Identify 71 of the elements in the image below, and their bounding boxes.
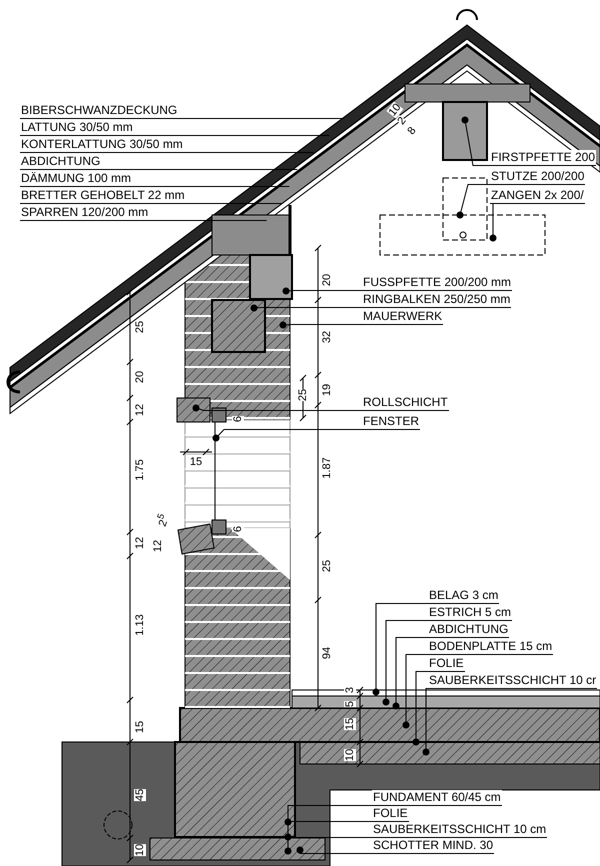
leader-line: [186, 203, 282, 204]
material-label: ESTRICH 5 cm: [428, 605, 512, 621]
dimension-label: 10: [134, 844, 146, 856]
leader-line: [284, 821, 372, 840]
dimension-label: 25: [297, 388, 309, 402]
material-label: FUSSPFETTE 200/200 mm: [362, 275, 512, 291]
leader-line: [382, 620, 428, 706]
leader-line: [402, 654, 428, 728]
dimension-label: 1.75: [134, 459, 146, 481]
material-label: LATTUNG 30/50 mm: [20, 120, 134, 136]
leader-line: [250, 304, 362, 312]
dimension-label: 20: [134, 370, 146, 384]
leader-line: [456, 184, 490, 218]
dimension-label: 1.87: [321, 457, 333, 479]
dimension-label: 3: [344, 686, 356, 694]
leader-line: [132, 186, 290, 187]
leader-line: [296, 846, 372, 854]
dimension-label: 15: [190, 456, 202, 468]
material-label: FENSTER: [362, 414, 420, 430]
material-label: FOLIE: [428, 656, 465, 672]
material-label: BODENPLATTE 15 cm: [428, 639, 554, 655]
dimension-label: 15: [134, 720, 146, 734]
dimension-label: 20: [321, 274, 333, 286]
material-label: RINGBALKEN 250/250 mm: [362, 292, 512, 308]
leader-line: [148, 220, 268, 221]
dimension-label: 10: [344, 748, 356, 762]
dimension-label: 32: [321, 330, 333, 344]
material-label: KONTERLATTUNG 30/50 mm: [20, 137, 184, 153]
material-label: ABDICHTUNG: [428, 622, 510, 638]
dimension-label: 25: [134, 320, 146, 334]
leader-line: [192, 404, 362, 412]
dimension-label: 15: [344, 718, 356, 730]
dimension-label: 94: [321, 646, 333, 660]
dimension-label: 45: [134, 788, 146, 802]
material-label: SAUBERKEITSSCHICHT 10 cm: [372, 822, 548, 838]
leader-line: [412, 671, 428, 746]
material-label: ZANGEN 2x 200/: [490, 188, 585, 204]
leader-line: [422, 688, 430, 756]
material-label: ROLLSCHICHT: [362, 395, 449, 411]
material-label: STUTZE 200/200: [490, 169, 586, 185]
material-label: ABDICHTUNG: [20, 154, 102, 170]
leader-line: [462, 116, 490, 166]
leader-line: [212, 429, 362, 442]
leader-line: [280, 322, 362, 328]
material-label: BELAG 3 cm: [428, 588, 500, 604]
material-label: SAUBERKEITSSCHICHT 10 cr: [428, 673, 598, 689]
material-label: FIRSTPFETTE 200: [490, 150, 596, 166]
leader-line: [134, 135, 330, 136]
material-label: DÄMMUNG 100 mm: [20, 171, 132, 187]
leader-line: [284, 837, 372, 854]
material-label: SCHOTTER MIND. 30: [372, 838, 494, 854]
material-label: BIBERSCHWANZDECKUNG: [20, 103, 178, 119]
dimension-label: 12: [134, 404, 146, 416]
leader-line: [490, 203, 496, 242]
leader-line: [392, 637, 428, 710]
dimension-label: 1.13: [134, 614, 146, 636]
dimension-label: 12: [134, 536, 146, 550]
material-label: MAUERWERK: [362, 309, 444, 325]
material-label: BRETTER GEHOBELT 22 mm: [20, 188, 186, 204]
leader-line: [284, 805, 372, 826]
dimension-label: 19: [321, 384, 333, 396]
leader-line: [372, 603, 428, 696]
material-label: FUNDAMENT 60/45 cm: [372, 790, 502, 806]
leader-line: [184, 152, 314, 153]
material-label: SPARREN 120/200 mm: [20, 205, 150, 221]
material-label: FOLIE: [372, 806, 409, 822]
dimension-label: 25: [321, 560, 333, 572]
dimension-label: 12: [152, 540, 164, 552]
leader-line: [282, 288, 362, 294]
leader-line: [178, 118, 344, 119]
leader-line: [100, 169, 298, 170]
